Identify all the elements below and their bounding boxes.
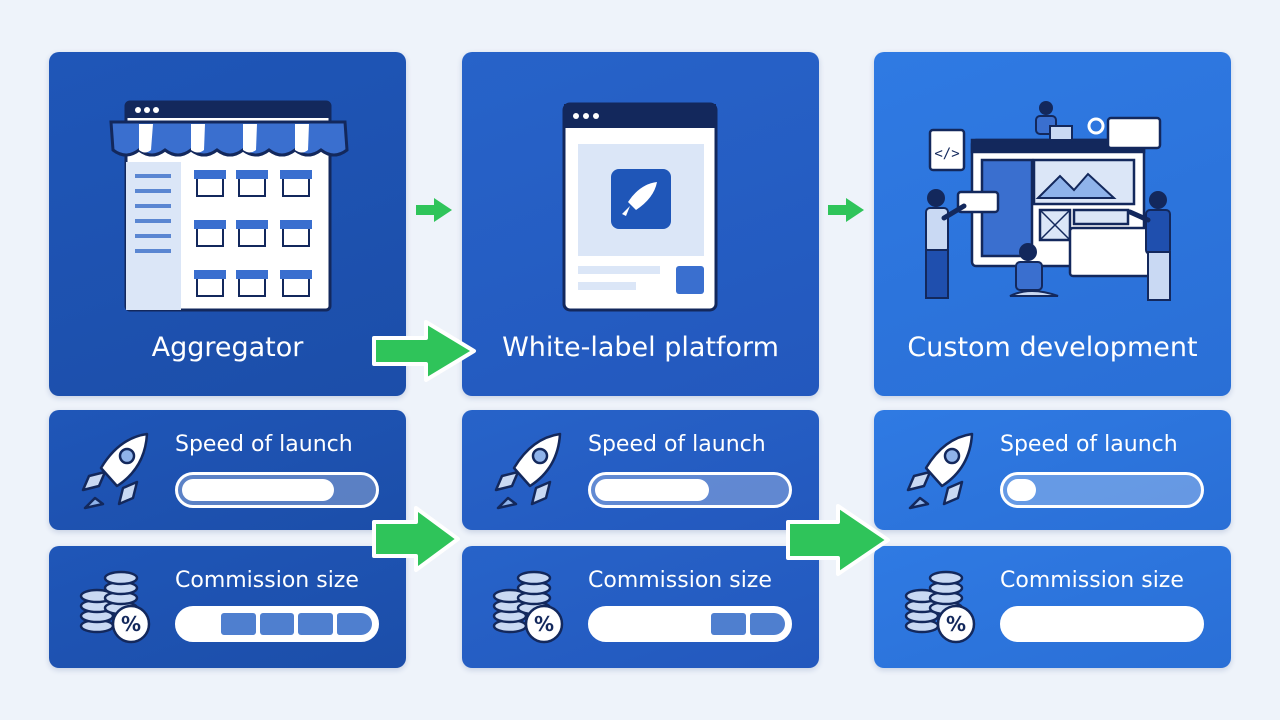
green-arrow-icon <box>372 320 476 382</box>
speed-label: Speed of launch <box>1000 432 1178 457</box>
option-card-custom-development: </> Custom development <box>874 52 1231 396</box>
svg-text:%: % <box>121 612 141 636</box>
speed-fill <box>1007 479 1036 501</box>
green-arrow-icon <box>786 504 890 576</box>
commission-segment <box>1007 613 1042 635</box>
commission-size-bar <box>588 606 792 642</box>
commission-label: Commission size <box>1000 568 1184 593</box>
commission-segment <box>633 613 669 635</box>
svg-text:%: % <box>534 612 554 636</box>
green-arrow-icon <box>416 198 452 222</box>
commission-size-bar <box>175 606 379 642</box>
speed-label: Speed of launch <box>175 432 353 457</box>
speed-fill <box>182 479 334 501</box>
commission-segment <box>182 613 217 635</box>
commission-label: Commission size <box>175 568 359 593</box>
green-arrow-icon <box>372 506 460 572</box>
option-title: Aggregator <box>151 332 304 363</box>
coins-percent-icon: % <box>492 570 564 644</box>
commission-label: Commission size <box>588 568 772 593</box>
rocket-icon <box>81 432 149 510</box>
rocket-window-icon <box>562 102 718 312</box>
svg-text:</>: </> <box>934 146 959 162</box>
commission-segment <box>220 613 256 635</box>
commission-segment <box>1045 613 1081 635</box>
commission-segment <box>259 613 295 635</box>
commission-segment <box>1084 613 1120 635</box>
rocket-icon <box>906 432 974 510</box>
speed-of-launch-bar <box>1000 472 1204 508</box>
commission-segment <box>595 613 630 635</box>
speed-card-white-label: Speed of launch <box>462 410 819 530</box>
speed-of-launch-bar <box>175 472 379 508</box>
speed-label: Speed of launch <box>588 432 766 457</box>
option-card-white-label: White-label platform <box>462 52 819 396</box>
coins-percent-icon: % <box>904 570 976 644</box>
speed-card-custom-development: Speed of launch <box>874 410 1231 530</box>
coins-percent-icon: % <box>79 570 151 644</box>
commission-card-custom-development: % Commission size <box>874 546 1231 668</box>
commission-segment <box>750 613 785 635</box>
team-dev-illustration: </> <box>925 101 1171 301</box>
speed-card-aggregator: Speed of launch <box>49 410 406 530</box>
option-title: White-label platform <box>502 332 779 363</box>
option-card-aggregator: Aggregator <box>49 52 406 396</box>
commission-segment <box>672 613 708 635</box>
commission-segment <box>1123 613 1159 635</box>
option-title: Custom development <box>907 332 1198 363</box>
commission-segment <box>711 613 747 635</box>
commission-segment <box>298 613 334 635</box>
commission-segment <box>337 613 372 635</box>
commission-card-white-label: % Commission size <box>462 546 819 668</box>
commission-card-aggregator: % Commission size <box>49 546 406 668</box>
speed-fill <box>595 479 709 501</box>
green-arrow-icon <box>828 198 864 222</box>
svg-text:%: % <box>946 612 966 636</box>
commission-size-bar <box>1000 606 1204 642</box>
commission-segment <box>1162 613 1197 635</box>
speed-of-launch-bar <box>588 472 792 508</box>
storefront-browser-icon <box>109 100 349 312</box>
rocket-icon <box>494 432 562 510</box>
